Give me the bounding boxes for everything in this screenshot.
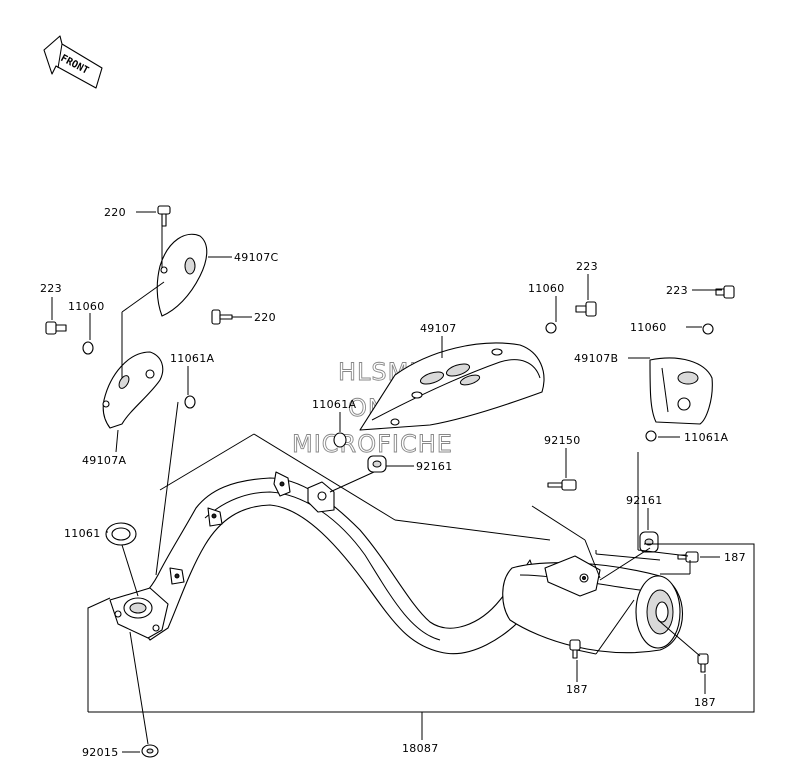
label-11060-mid: 11060 [528, 282, 565, 295]
washer-11060-left-icon [82, 341, 94, 355]
washer-11060-right-icon [702, 323, 714, 335]
label-92150: 92150 [544, 434, 581, 447]
label-223-mid: 223 [576, 260, 598, 273]
label-92015: 92015 [82, 746, 119, 759]
exhaust-pipe [109, 471, 541, 655]
leader-lines [51, 211, 755, 753]
label-220-top: 220 [104, 206, 126, 219]
grommet-92161-center-icon [367, 455, 387, 473]
watermark-line-3: MICROFICHE [292, 430, 453, 458]
heat-guard-49107A [102, 351, 164, 429]
label-49107B: 49107B [574, 352, 618, 365]
label-11060-right: 11060 [630, 321, 667, 334]
front-arrow-icon: FRONT [43, 35, 103, 89]
label-223-left: 223 [40, 282, 62, 295]
fasteners [45, 205, 735, 758]
label-11061A-right: 11061A [684, 431, 728, 444]
bolt-223-mid-icon [575, 301, 597, 317]
heat-guard-49107B [649, 357, 713, 425]
bolt-220-mid-icon [211, 309, 233, 325]
nut-92015-icon [141, 744, 159, 758]
bolt-92150-icon [547, 479, 577, 491]
label-187-bottom-left: 187 [566, 683, 588, 696]
washer-11061A-left-icon [184, 395, 196, 409]
bolt-220-top-icon [157, 205, 171, 227]
washer-11060-mid-icon [545, 322, 557, 334]
muffler [502, 555, 683, 654]
bolt-187-right-icon [677, 551, 699, 563]
label-49107C: 49107C [234, 251, 278, 264]
label-187-bottom-right: 187 [694, 696, 716, 709]
washer-11061A-center-icon [333, 432, 347, 448]
heat-guard-49107 [359, 342, 545, 431]
bolt-223-left-icon [45, 321, 67, 335]
label-11061A-center: 11061A [312, 398, 356, 411]
label-18087: 18087 [402, 742, 439, 755]
bolt-187-bottom-right-icon [697, 653, 709, 673]
part-labels: 220 49107C 220 223 11060 11061A 49107A 1… [40, 206, 746, 759]
label-11061: 11061 [64, 527, 101, 540]
bolt-223-right-icon [715, 285, 735, 299]
label-187-right: 187 [724, 551, 746, 564]
label-92161-center: 92161 [416, 460, 453, 473]
bolt-187-bottom-left-icon [569, 639, 581, 659]
label-220-mid: 220 [254, 311, 276, 324]
heat-guard-49107C [156, 233, 208, 317]
label-49107: 49107 [420, 322, 457, 335]
gasket-11061-icon [105, 522, 137, 546]
washer-11061A-right-icon [645, 430, 657, 442]
label-11061A-left: 11061A [170, 352, 214, 365]
label-49107A: 49107A [82, 454, 126, 467]
label-92161-right: 92161 [626, 494, 663, 507]
label-223-right: 223 [666, 284, 688, 297]
label-11060-left: 11060 [68, 300, 105, 313]
